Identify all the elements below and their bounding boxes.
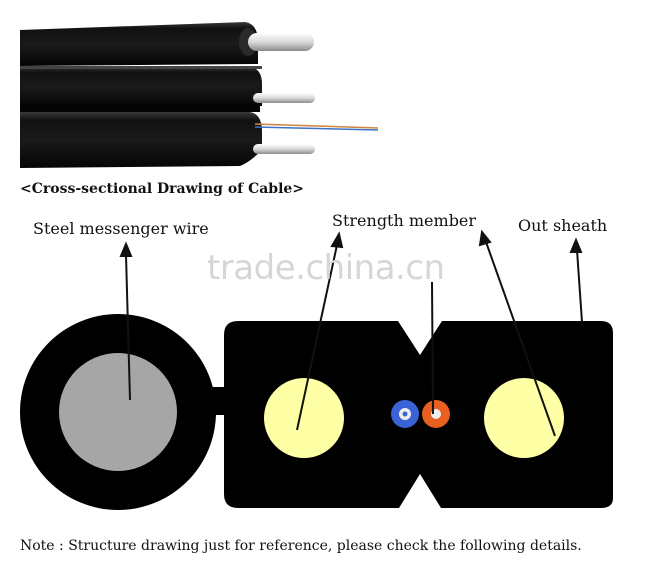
- label-strength-member: Strength member: [332, 211, 477, 230]
- leader-strength-right: [485, 241, 556, 437]
- arrowhead-strength-left: [330, 231, 344, 249]
- leader-fiber: [431, 281, 434, 415]
- reference-note: Note : Structure drawing just for refere…: [20, 538, 582, 554]
- strength-member-right: [484, 378, 564, 458]
- leader-strength-left: [296, 244, 338, 431]
- fiber-core-blue-center: [402, 411, 408, 417]
- arrowhead-sheath: [569, 237, 583, 253]
- cable-cross-section: [20, 314, 613, 510]
- arrowhead-strength-right: [478, 229, 492, 247]
- label-out-sheath: Out sheath: [518, 216, 608, 235]
- label-steel-messenger-wire: Steel messenger wire: [33, 219, 209, 238]
- diagram-caption: <Cross-sectional Drawing of Cable>: [20, 181, 305, 197]
- leader-sheath: [576, 249, 583, 323]
- cable-photo: [20, 22, 379, 168]
- watermark-text: trade.china.cn: [207, 248, 445, 288]
- strength-member-left: [264, 378, 344, 458]
- steel-messenger-wire: [59, 353, 177, 471]
- leader-lines: [119, 229, 583, 437]
- arrowhead-steel: [119, 241, 133, 257]
- leader-steel: [125, 254, 131, 401]
